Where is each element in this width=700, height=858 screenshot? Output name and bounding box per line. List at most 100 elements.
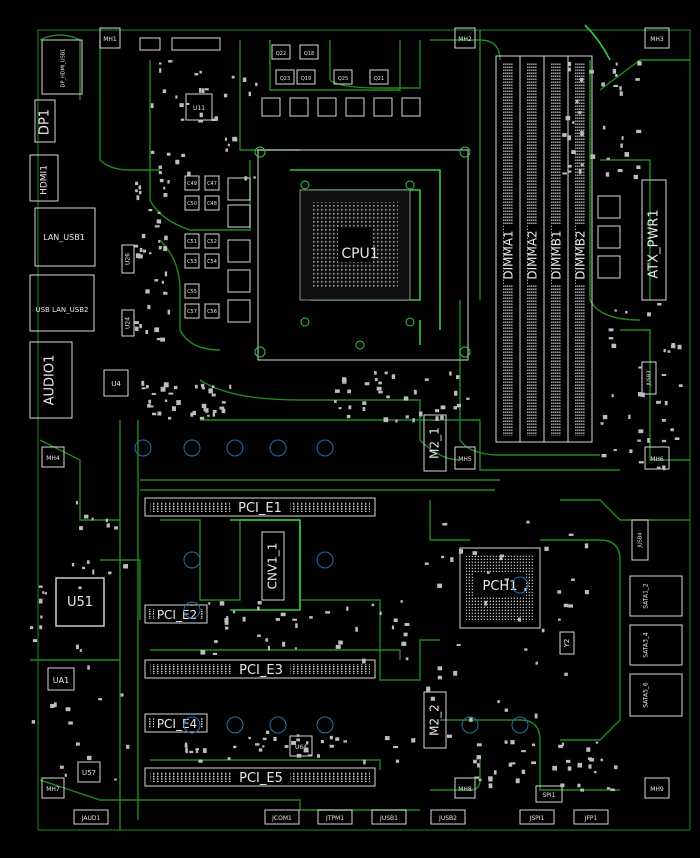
svg-text:JTPM1: JTPM1 [325, 815, 344, 822]
cpu1-socket: CPU1 [254, 146, 471, 361]
ua1-chip: UA1 [47, 667, 75, 691]
y2-crystal: Y2 [559, 631, 575, 655]
jusb4-header: JUSB4 [631, 519, 649, 561]
u4-chip: U4 [103, 369, 129, 397]
m2-1-slot: M2_1 [423, 414, 447, 472]
svg-text:JUSB1: JUSB1 [379, 815, 398, 822]
u57-chip: U57 [77, 761, 101, 783]
svg-text:M2_1: M2_1 [428, 427, 442, 459]
svg-text:Y2: Y2 [563, 639, 571, 649]
pci-e3-slot: PCI_E3 [144, 659, 376, 679]
svg-text:C47: C47 [207, 181, 217, 187]
svg-text:Q25: Q25 [338, 76, 348, 82]
svg-text:USB LAN_USB2: USB LAN_USB2 [35, 306, 88, 314]
svg-text:C53: C53 [187, 259, 197, 265]
svg-text:JAUD1: JAUD1 [81, 815, 101, 822]
svg-text:MH4: MH4 [46, 455, 60, 462]
svg-text:C48: C48 [207, 201, 217, 207]
svg-text:C55: C55 [187, 289, 197, 295]
vrm-mosfets: Q22 Q23 Q19 Q25 Q21 Q18 [271, 44, 389, 85]
svg-text:PCI_E1: PCI_E1 [238, 501, 282, 516]
atx-pwr1-connector: ATX_PWR1 [641, 179, 667, 301]
svg-text:U64: U64 [295, 744, 307, 751]
svg-text:UA1: UA1 [53, 676, 69, 685]
svg-text:PCI_E5: PCI_E5 [239, 771, 283, 786]
lan-usb1-connector: LAN_USB1 [34, 207, 96, 267]
svg-text:C51: C51 [187, 239, 197, 245]
svg-text:JCOM1: JCOM1 [271, 815, 292, 822]
svg-text:CPU1: CPU1 [341, 246, 378, 262]
u26-chip: U26 [121, 244, 135, 274]
svg-text:PCI_E4: PCI_E4 [157, 717, 197, 731]
u51-chip: U51 [55, 577, 105, 627]
inductor-pads [139, 37, 621, 323]
svg-text:PCH1: PCH1 [483, 579, 518, 594]
pci-e5-slot: PCI_E5 [144, 767, 376, 787]
svg-text:U26: U26 [125, 253, 132, 265]
svg-text:C49: C49 [187, 181, 197, 187]
cnv1-module: CNV1_1 [261, 531, 285, 601]
svg-text:Q22: Q22 [276, 51, 286, 57]
dimma2-label: DIMMA2 [526, 230, 540, 279]
svg-text:C56: C56 [207, 309, 217, 315]
svg-text:JSPI1: JSPI1 [529, 815, 545, 822]
svg-text:JUSB3: JUSB3 [647, 371, 653, 387]
svg-text:U57: U57 [82, 769, 96, 777]
hdmi1-connector: HDMI1 [29, 154, 59, 202]
pci-e1-slot: PCI_E1 [144, 497, 376, 517]
svg-text:SATA3_4: SATA3_4 [643, 632, 650, 658]
svg-text:C50: C50 [187, 201, 197, 207]
svg-text:M2_2: M2_2 [428, 704, 442, 736]
audio1-connector: AUDIO1 [29, 341, 73, 419]
svg-text:MH9: MH9 [650, 786, 664, 793]
sata-connectors: SATA1_2 SATA3_4 SATA5_6 [629, 575, 683, 717]
svg-text:MH3: MH3 [650, 36, 664, 43]
svg-text:PCI_E3: PCI_E3 [239, 663, 283, 678]
svg-text:MH8: MH8 [458, 786, 472, 793]
svg-text:LAN_USB1: LAN_USB1 [43, 233, 85, 242]
smd-component-field [30, 60, 683, 792]
jusb3-header: JUSB3 [641, 361, 657, 395]
pci-e2-slot: PCI_E2 [144, 604, 208, 624]
bottom-headers: JAUD1 JCOM1 JTPM1 JUSB1 JUSB2 JSPI1 JFP1… [73, 785, 609, 825]
svg-text:ATX_PWR1: ATX_PWR1 [647, 209, 662, 278]
svg-text:C54: C54 [207, 259, 217, 265]
svg-text:C57: C57 [187, 309, 197, 315]
dimma1-label: DIMMA1 [502, 230, 516, 279]
standoff-holes [134, 439, 529, 734]
svg-text:CNV1_1: CNV1_1 [266, 543, 280, 590]
dimmb1-label: DIMMB1 [550, 230, 564, 279]
svg-text:SATA5_6: SATA5_6 [643, 682, 650, 708]
vrm-capacitors: C49 C47 C50 C48 C51 C52 C54 C53 C55 C57 … [184, 175, 220, 319]
svg-text:MH6: MH6 [650, 456, 664, 463]
usb-lan-usb2-connector: USB LAN_USB2 [29, 274, 95, 332]
dp-hdmi-usb-connector: DP_HDMI_USB1 [41, 39, 83, 95]
pci-e4-slot: PCI_E4 [144, 713, 208, 733]
svg-text:JUSB4: JUSB4 [638, 533, 644, 549]
m2-2-slot: M2_2 [423, 691, 447, 749]
svg-text:DP_HDMI_USB1: DP_HDMI_USB1 [61, 49, 67, 88]
svg-text:Q21: Q21 [374, 76, 384, 82]
svg-text:PCI_E2: PCI_E2 [157, 608, 197, 622]
svg-text:MH5: MH5 [458, 456, 472, 463]
svg-text:MH1: MH1 [103, 36, 117, 43]
svg-text:MH2: MH2 [458, 36, 472, 43]
svg-text:U4: U4 [111, 380, 121, 388]
svg-text:SPI1: SPI1 [542, 792, 555, 799]
svg-text:SATA1_2: SATA1_2 [643, 583, 650, 609]
svg-text:AUDIO1: AUDIO1 [43, 355, 58, 406]
dimmb2-label: DIMMB2 [574, 230, 588, 279]
mounting-holes: MH1 MH2 MH3 MH4 MH5 MH6 MH7 MH8 MH9 [41, 27, 670, 799]
svg-text:DP1: DP1 [38, 109, 53, 135]
svg-text:U24: U24 [125, 317, 132, 329]
svg-text:U51: U51 [67, 595, 93, 610]
svg-text:Q23: Q23 [280, 76, 290, 82]
svg-text:U11: U11 [193, 105, 205, 112]
svg-text:JUSB2: JUSB2 [438, 815, 457, 822]
u24-chip: U24 [121, 309, 135, 337]
pch1-chip: PCH1 [459, 547, 541, 629]
svg-text:MH7: MH7 [46, 786, 60, 793]
dimm-slots: DIMMA1 DIMMA2 DIMMB1 DIMMB2 [495, 55, 593, 443]
svg-text:Q18: Q18 [304, 51, 314, 57]
